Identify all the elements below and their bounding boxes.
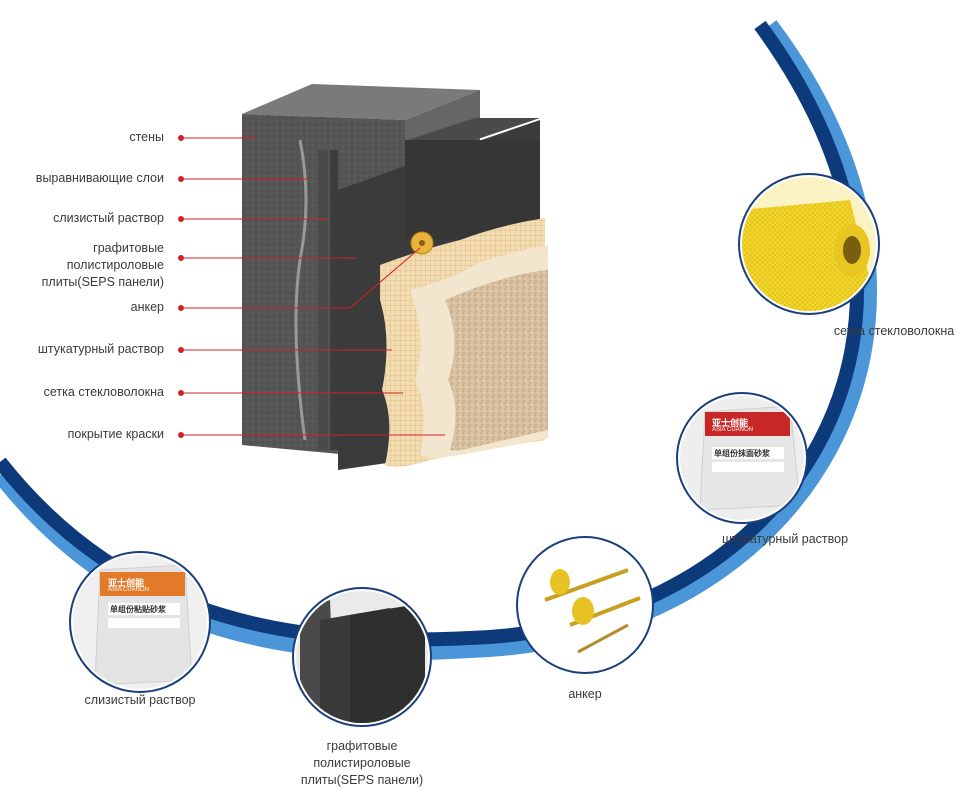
adhesive-bag-brand: 亚士创能	[108, 578, 145, 588]
plaster-bag-brand: 亚士创能	[712, 418, 749, 428]
graphite-eps-board-icon	[292, 587, 432, 727]
layer-label-adhesive: слизистый раствор	[53, 211, 164, 225]
layer-pointer-lines	[178, 135, 445, 438]
adhesive-bag-product: 单组份粘贴砂浆	[110, 605, 166, 614]
layer-label-fiberglass: сетка стекловолокна	[43, 385, 164, 399]
product-label-plaster: штукатурный раствор	[721, 532, 849, 546]
plaster-bag-product: 单组份抹面砂浆	[714, 449, 770, 458]
layer-label-plaster: штукатурный раствор	[37, 342, 164, 356]
product-label-fiberglass: сетка стекловолокна	[833, 324, 955, 338]
layer-label-paint: покрытие краски	[67, 427, 164, 441]
wall-cutaway-illustration	[242, 84, 548, 470]
product-label-anchor: анкер	[568, 687, 602, 701]
adhesive-bag-brand-latin: ASIA CUANON	[108, 587, 150, 593]
product-label-graphite-boards: графитовые полистироловые плиты(SEPS пан…	[300, 739, 424, 787]
layer-label-leveling: выравнивающие слои	[35, 171, 164, 185]
layer-label-anchor: анкер	[130, 300, 164, 314]
fiberglass-mesh-roll-icon	[738, 173, 880, 315]
layer-label-walls: стены	[129, 130, 164, 144]
layer-label-graphite-boards: графитовые полистироловые плиты(SEPS пан…	[41, 241, 164, 289]
plaster-mortar-bag-icon	[676, 392, 808, 524]
product-label-adhesive: слизистый раствор	[84, 693, 196, 707]
adhesive-mortar-bag-icon	[69, 551, 211, 693]
anchor-dowel-icon	[516, 536, 654, 674]
plaster-bag-brand-latin: ASIA CUANON	[712, 427, 754, 433]
